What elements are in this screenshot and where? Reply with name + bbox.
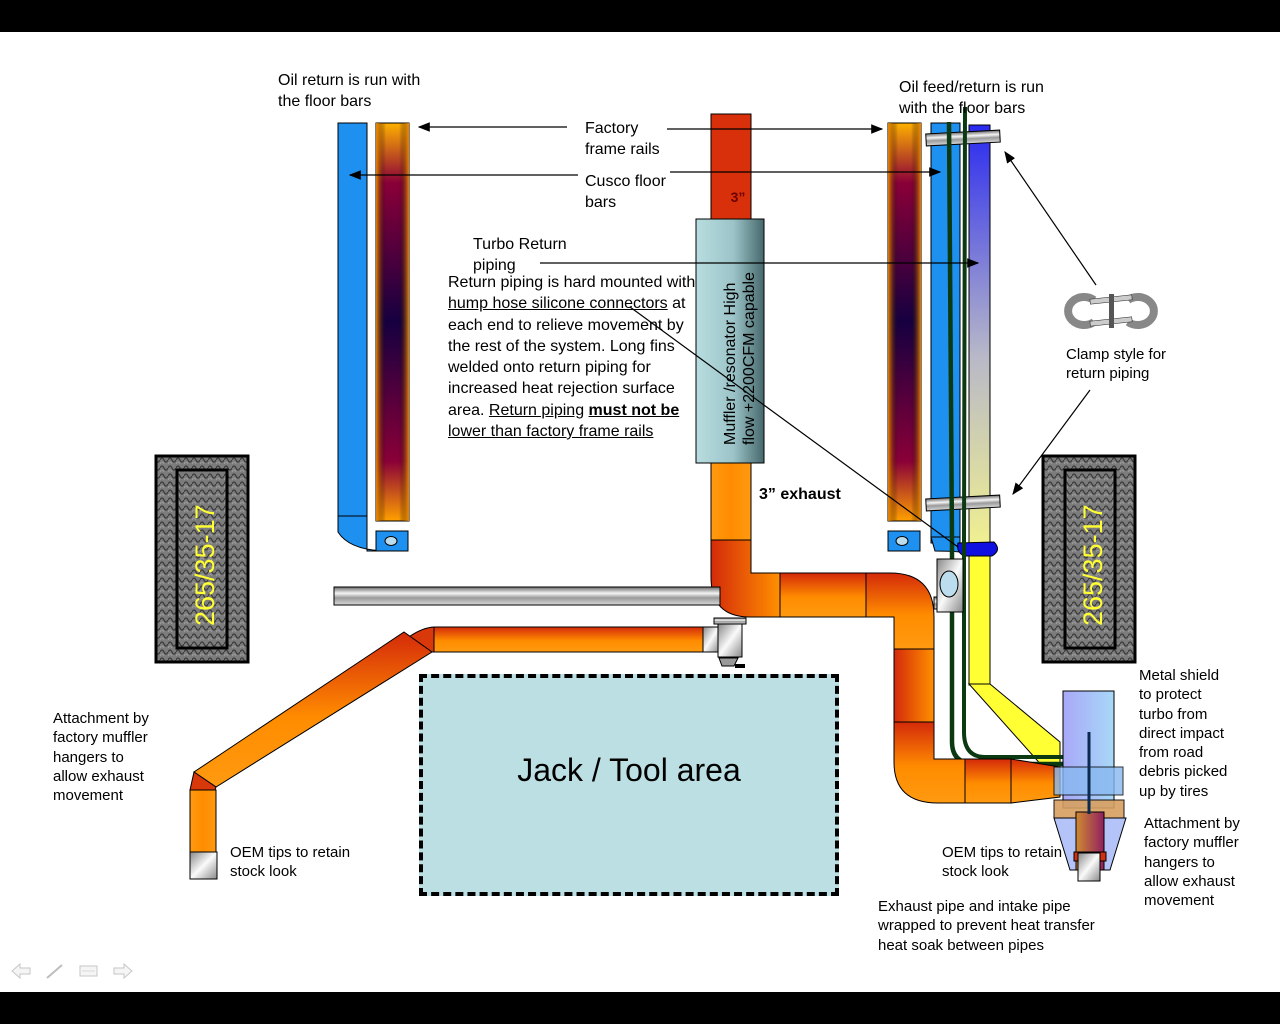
inlet-pipe: [710, 113, 752, 221]
oil-return-label: Oil return is run with the floor bars: [278, 72, 421, 110]
note-text-1: Return piping is hard mounted with: [448, 274, 696, 291]
oil-feed-return-label: Oil feed/return is run with the floor ba…: [899, 79, 1044, 117]
clamp-icon: [1064, 293, 1158, 329]
note-underline-hump-hose: hump hose silicone connectors: [448, 295, 668, 313]
muffler-outlet-pipe: [710, 461, 752, 543]
exhaust-diagram: 3” Muffler /resonator High flow +2200CFM…: [154, 106, 1158, 882]
muffler-label-line2: flow +2200CFM capable: [741, 272, 758, 445]
left-factory-frame-rail: [375, 122, 410, 522]
center-muffler-hanger: [713, 617, 747, 668]
note-must-not-be: must not be: [588, 401, 680, 419]
annotation-arrows: [348, 122, 1097, 548]
turbo-return-pipe: [957, 124, 1061, 769]
left-oem-tips-label: OEM tips to retain stock look: [230, 844, 351, 881]
jack-tool-area: Jack / Tool area: [419, 674, 839, 896]
pen-icon[interactable]: [44, 962, 66, 980]
next-slide-icon[interactable]: [112, 962, 134, 980]
turbo-return-piping-label: Turbo Return piping: [473, 236, 567, 274]
muffler-label-line1: Muffler /resonator High: [722, 283, 739, 445]
note-underline-return-piping: Return piping: [488, 401, 585, 419]
left-tire: 265/35-17: [154, 454, 250, 664]
muffler-resonator: Muffler /resonator High flow +2200CFM ca…: [695, 218, 765, 464]
right-attachment-label: Attachment by factory muffler hangers to…: [1144, 815, 1240, 910]
left-exhaust-tip: [189, 851, 218, 880]
note-underline-lower: lower than factory frame rails: [448, 423, 654, 441]
factory-frame-rails-label: Factory frame rails: [585, 120, 660, 158]
right-tire-size: 265/35-17: [1078, 504, 1108, 626]
left-attachment-label: Attachment by factory muffler hangers to…: [53, 710, 149, 805]
clamp-style-label: Clamp style for return piping: [1066, 346, 1167, 383]
cusco-floor-bars-label: Cusco floor bars: [585, 173, 666, 211]
right-tire: 265/35-17: [1041, 454, 1137, 664]
metal-shield-label: Metal shield to protect turbo from direc…: [1139, 667, 1228, 800]
right-factory-frame-rail: [887, 122, 922, 522]
exhaust-piping: [189, 539, 1061, 853]
slide-canvas: 3” Muffler /resonator High flow +2200CFM…: [0, 32, 1280, 992]
right-oem-tips-label: OEM tips to retain stock look: [942, 844, 1063, 881]
right-cusco-floor-bar: [887, 122, 961, 553]
exhaust-crossbar: [333, 586, 721, 606]
jack-tool-area-label: Jack / Tool area: [517, 751, 741, 788]
right-turbo-and-shield: [1053, 690, 1127, 882]
heat-wrap-note: Exhaust pipe and intake pipe wrapped to …: [878, 898, 1095, 954]
menu-icon[interactable]: [78, 962, 100, 980]
exhaust-size-label: 3” exhaust: [759, 486, 841, 503]
note-text-2: at each end to relieve movement by the r…: [448, 295, 686, 419]
previous-slide-icon[interactable]: [10, 962, 32, 980]
left-cusco-floor-bar: [337, 122, 409, 552]
right-muffler-hanger: [936, 558, 964, 613]
return-piping-note: Return piping is hard mounted with hump …: [448, 272, 698, 442]
pipe-size-label: 3”: [731, 189, 746, 205]
left-tire-size: 265/35-17: [190, 504, 220, 626]
